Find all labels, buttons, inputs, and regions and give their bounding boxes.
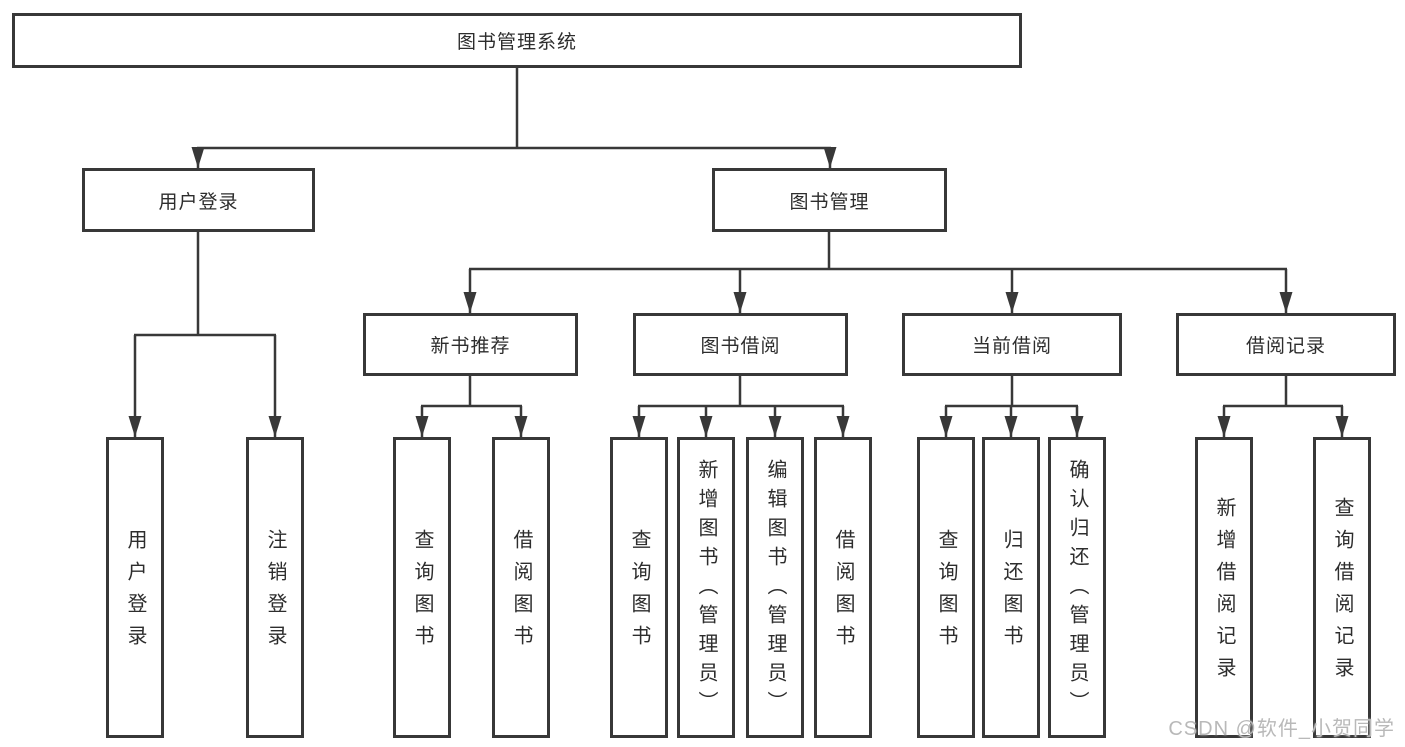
leaf-label: 用户登录	[124, 528, 146, 657]
node-leaf-user-login: 用户登录	[106, 437, 164, 738]
leaf-label: 查询图书	[411, 528, 433, 657]
leaf-label: 借阅图书	[832, 528, 854, 657]
node-leaf-query-books-1: 查询图书	[393, 437, 451, 738]
node-current-borrow: 当前借阅	[902, 313, 1122, 376]
leaf-label: 确认归还（管理员）	[1066, 459, 1088, 720]
node-book-borrow: 图书借阅	[633, 313, 848, 376]
node-leaf-return-books: 归还图书	[982, 437, 1040, 738]
node-leaf-borrow-books-2: 借阅图书	[814, 437, 872, 738]
node-leaf-add-borrow-record: 新增借阅记录	[1195, 437, 1253, 738]
node-leaf-query-books-2: 查询图书	[610, 437, 668, 738]
node-root-system: 图书管理系统	[12, 13, 1022, 68]
csdn-watermark: CSDN @软件_小贺同学	[1168, 718, 1395, 740]
leaf-label: 新增借阅记录	[1213, 496, 1235, 689]
leaf-label: 查询图书	[935, 528, 957, 657]
leaf-label: 归还图书	[1000, 528, 1022, 657]
leaf-label: 新增图书（管理员）	[695, 459, 717, 720]
node-leaf-edit-books-admin: 编辑图书（管理员）	[746, 437, 804, 738]
node-borrow-records: 借阅记录	[1176, 313, 1396, 376]
node-leaf-query-books-3: 查询图书	[917, 437, 975, 738]
node-leaf-borrow-books-1: 借阅图书	[492, 437, 550, 738]
node-leaf-add-books-admin: 新增图书（管理员）	[677, 437, 735, 738]
node-new-book-recommend: 新书推荐	[363, 313, 578, 376]
node-leaf-confirm-return-admin: 确认归还（管理员）	[1048, 437, 1106, 738]
node-leaf-query-borrow-record: 查询借阅记录	[1313, 437, 1371, 738]
node-book-management-module: 图书管理	[712, 168, 947, 232]
leaf-label: 查询借阅记录	[1331, 496, 1353, 689]
node-leaf-logout: 注销登录	[246, 437, 304, 738]
leaf-label: 借阅图书	[510, 528, 532, 657]
leaf-label: 编辑图书（管理员）	[764, 459, 786, 720]
node-user-login-module: 用户登录	[82, 168, 315, 232]
leaf-label: 注销登录	[264, 528, 286, 657]
leaf-label: 查询图书	[628, 528, 650, 657]
